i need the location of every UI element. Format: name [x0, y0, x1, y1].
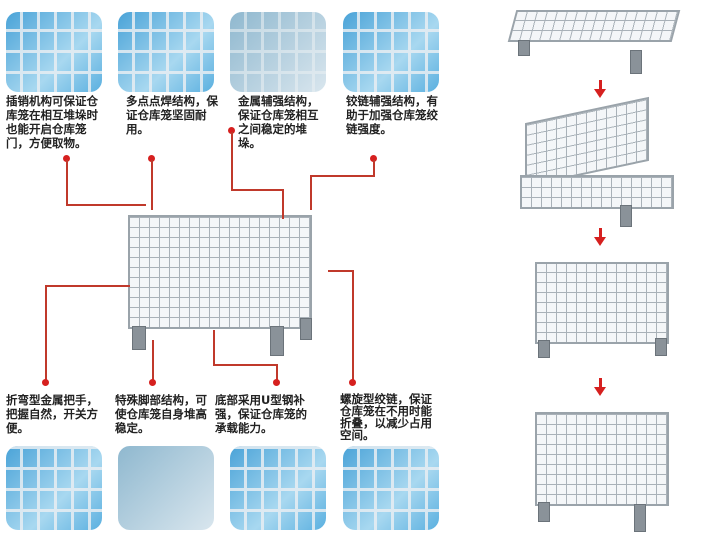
pointer-line [276, 364, 278, 380]
pointer-line [352, 270, 354, 380]
feature-caption-weld: 多点点焊结构，保证仓库笼坚固耐用。 [126, 94, 218, 136]
pointer-line [231, 132, 233, 190]
feature-caption-pin: 插销机构可保证仓库笼在相互堆垛时也能开启仓库笼门，方便取物。 [6, 94, 98, 150]
cage-foot [634, 504, 646, 532]
pointer-line [328, 270, 352, 272]
pointer-line [66, 204, 146, 206]
cage-foot [538, 502, 550, 522]
spot-weld-photo [118, 12, 214, 92]
assembled-cage-image [535, 412, 669, 506]
cage-foot [538, 340, 550, 358]
down-arrow-icon [594, 89, 606, 98]
pointer-line [213, 364, 278, 366]
pointer-line [66, 160, 68, 205]
cage-foot [620, 205, 632, 227]
metal-reinforcement-photo [230, 12, 326, 92]
unfolding-cage-image [525, 96, 649, 188]
down-arrow-icon [599, 80, 602, 90]
feature-caption-u-steel: 底部采用U型钢补强，保证仓库笼的承载能力。 [215, 393, 307, 435]
cage-foot [270, 326, 284, 356]
cage-foot [630, 50, 642, 74]
half-open-cage-image [535, 262, 669, 344]
down-arrow-icon [599, 378, 602, 388]
cage-foot [655, 338, 667, 356]
down-arrow-icon [594, 237, 606, 246]
cage-foot [300, 318, 312, 340]
cage-foot [518, 40, 530, 56]
u-steel-photo [230, 446, 326, 530]
main-cage-image [128, 215, 312, 329]
pointer-line [151, 160, 153, 210]
folded-cage-image [507, 10, 681, 42]
unfolding-cage-base [520, 175, 674, 209]
handle-photo [6, 446, 102, 530]
feature-caption-foot: 特殊脚部结构，可使仓库笼自身堆高稳定。 [115, 393, 207, 435]
pointer-dot [370, 155, 377, 162]
feature-caption-spiral-hinge: 螺旋型绞链，保证仓库笼在不用时能折叠，以减少占用空间。 [340, 392, 432, 442]
pointer-line [282, 189, 284, 219]
pointer-dot [148, 155, 155, 162]
pointer-line [45, 285, 47, 380]
down-arrow-icon [594, 387, 606, 396]
feature-caption-handle: 折弯型金属把手，把握自然，开关方便。 [6, 393, 98, 435]
pointer-line [213, 330, 215, 365]
pointer-line [45, 285, 130, 287]
feature-caption-hinge: 铰链辅强结构，有助于加强仓库笼绞链强度。 [346, 94, 438, 136]
pointer-line [152, 340, 154, 380]
pointer-line [373, 160, 375, 176]
cage-foot [132, 326, 146, 350]
pointer-dot [228, 127, 235, 134]
pointer-dot [349, 379, 356, 386]
pointer-dot [149, 379, 156, 386]
feature-caption-metal: 金属辅强结构，保证仓库笼相互之间稳定的堆垛。 [238, 94, 319, 150]
spiral-hinge-photo [343, 446, 439, 530]
foot-structure-photo [118, 446, 214, 530]
pointer-line [310, 175, 312, 210]
pointer-dot [42, 379, 49, 386]
pin-mechanism-photo [6, 12, 102, 92]
pointer-line [231, 189, 283, 191]
pointer-dot [273, 379, 280, 386]
pointer-line [310, 175, 375, 177]
down-arrow-icon [599, 228, 602, 238]
hinge-reinforcement-photo [343, 12, 439, 92]
pointer-dot [63, 155, 70, 162]
